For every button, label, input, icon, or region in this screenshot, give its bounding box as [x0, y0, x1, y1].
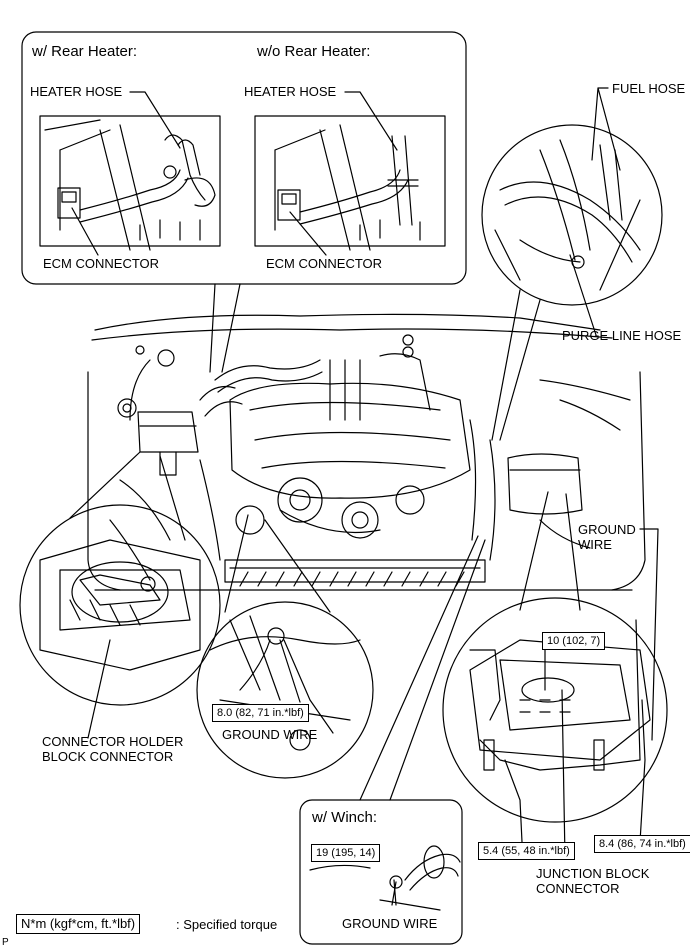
junction-block-line1: JUNCTION BLOCK — [536, 866, 650, 881]
connector-holder-detail-drawing — [39, 539, 201, 671]
torque-ground-wire-mid: 8.0 (82, 71 in.*lbf) — [212, 704, 309, 722]
junction-left-leader — [504, 759, 523, 843]
junction-block-label: JUNCTION BLOCK CONNECTOR — [536, 866, 649, 896]
rear-heater-callout-box — [21, 31, 467, 285]
rear-heater-inset-drawing — [39, 115, 221, 251]
ground-wire-right-label: GROUND WIRE — [578, 522, 636, 552]
winch-callout-box — [299, 799, 463, 945]
no-rear-heater-inset-drawing — [254, 115, 446, 251]
ground-wire-right-line2: WIRE — [578, 537, 612, 552]
heater-hose-left-label: HEATER HOSE — [30, 84, 123, 99]
torque-junction-top: 10 (102, 7) — [542, 632, 606, 650]
fuel-hose-leader — [591, 87, 621, 171]
winch-ground-wire-leader — [393, 879, 397, 906]
ecm-connector-right-leader — [289, 211, 327, 256]
with-winch-header: w/ Winch: — [312, 809, 378, 826]
torque-junction-left: 5.4 (55, 48 in.*lbf) — [478, 842, 575, 860]
ground-wire-mid-leader — [283, 639, 334, 734]
legend-torque-unit: N*m (kgf*cm, ft.*lbf) — [16, 914, 141, 934]
ecm-connector-left-label: ECM CONNECTOR — [43, 256, 160, 271]
purge-line-hose-leader — [569, 254, 597, 336]
junction-right-leader — [639, 699, 646, 843]
connector-holder-leader — [87, 639, 111, 739]
purge-line-hose-label: PURGE LINE HOSE — [562, 328, 682, 343]
connector-holder-circle — [19, 504, 221, 706]
junction-block-circle — [442, 597, 668, 823]
connector-holder-label: CONNECTOR HOLDER BLOCK CONNECTOR — [42, 734, 183, 764]
ecm-connector-right-label: ECM CONNECTOR — [266, 256, 383, 271]
engine-bay-drawing — [87, 313, 646, 591]
ground-wire-mid-label: GROUND WIRE — [222, 727, 318, 742]
with-rear-heater-header: w/ Rear Heater: — [32, 43, 138, 60]
junction-block-leader — [561, 689, 566, 859]
legend-torque-text: : Specified torque — [176, 917, 278, 932]
connector-holder-line1: CONNECTOR HOLDER — [42, 734, 184, 749]
junction-block-detail-drawing — [469, 619, 651, 771]
without-rear-heater-header: w/o Rear Heater: — [257, 43, 371, 60]
ground-wire-circle — [196, 601, 374, 779]
junction-block-line2: CONNECTOR — [536, 881, 620, 896]
heater-hose-right-leader — [344, 91, 398, 151]
corner-mark: P — [2, 937, 9, 948]
ground-wire-right-line1: GROUND — [578, 522, 636, 537]
fuel-hose-detail-drawing — [494, 139, 641, 291]
connector-holder-line2: BLOCK CONNECTOR — [42, 749, 174, 764]
fuel-hose-circle — [481, 124, 663, 306]
ground-wire-right-leader — [639, 528, 659, 741]
heater-hose-left-leader — [129, 91, 181, 149]
winch-detail-drawing — [309, 845, 461, 911]
ground-wire-torque-leader — [279, 639, 301, 703]
torque-junction-right: 8.4 (86, 74 in.*lbf) — [594, 835, 690, 853]
torque-winch: 19 (195, 14) — [311, 844, 381, 862]
fuel-hose-label: FUEL HOSE — [612, 81, 686, 96]
ground-wire-winch-label: GROUND WIRE — [342, 916, 438, 931]
ecm-connector-left-leader — [71, 207, 99, 256]
heater-hose-right-label: HEATER HOSE — [244, 84, 337, 99]
